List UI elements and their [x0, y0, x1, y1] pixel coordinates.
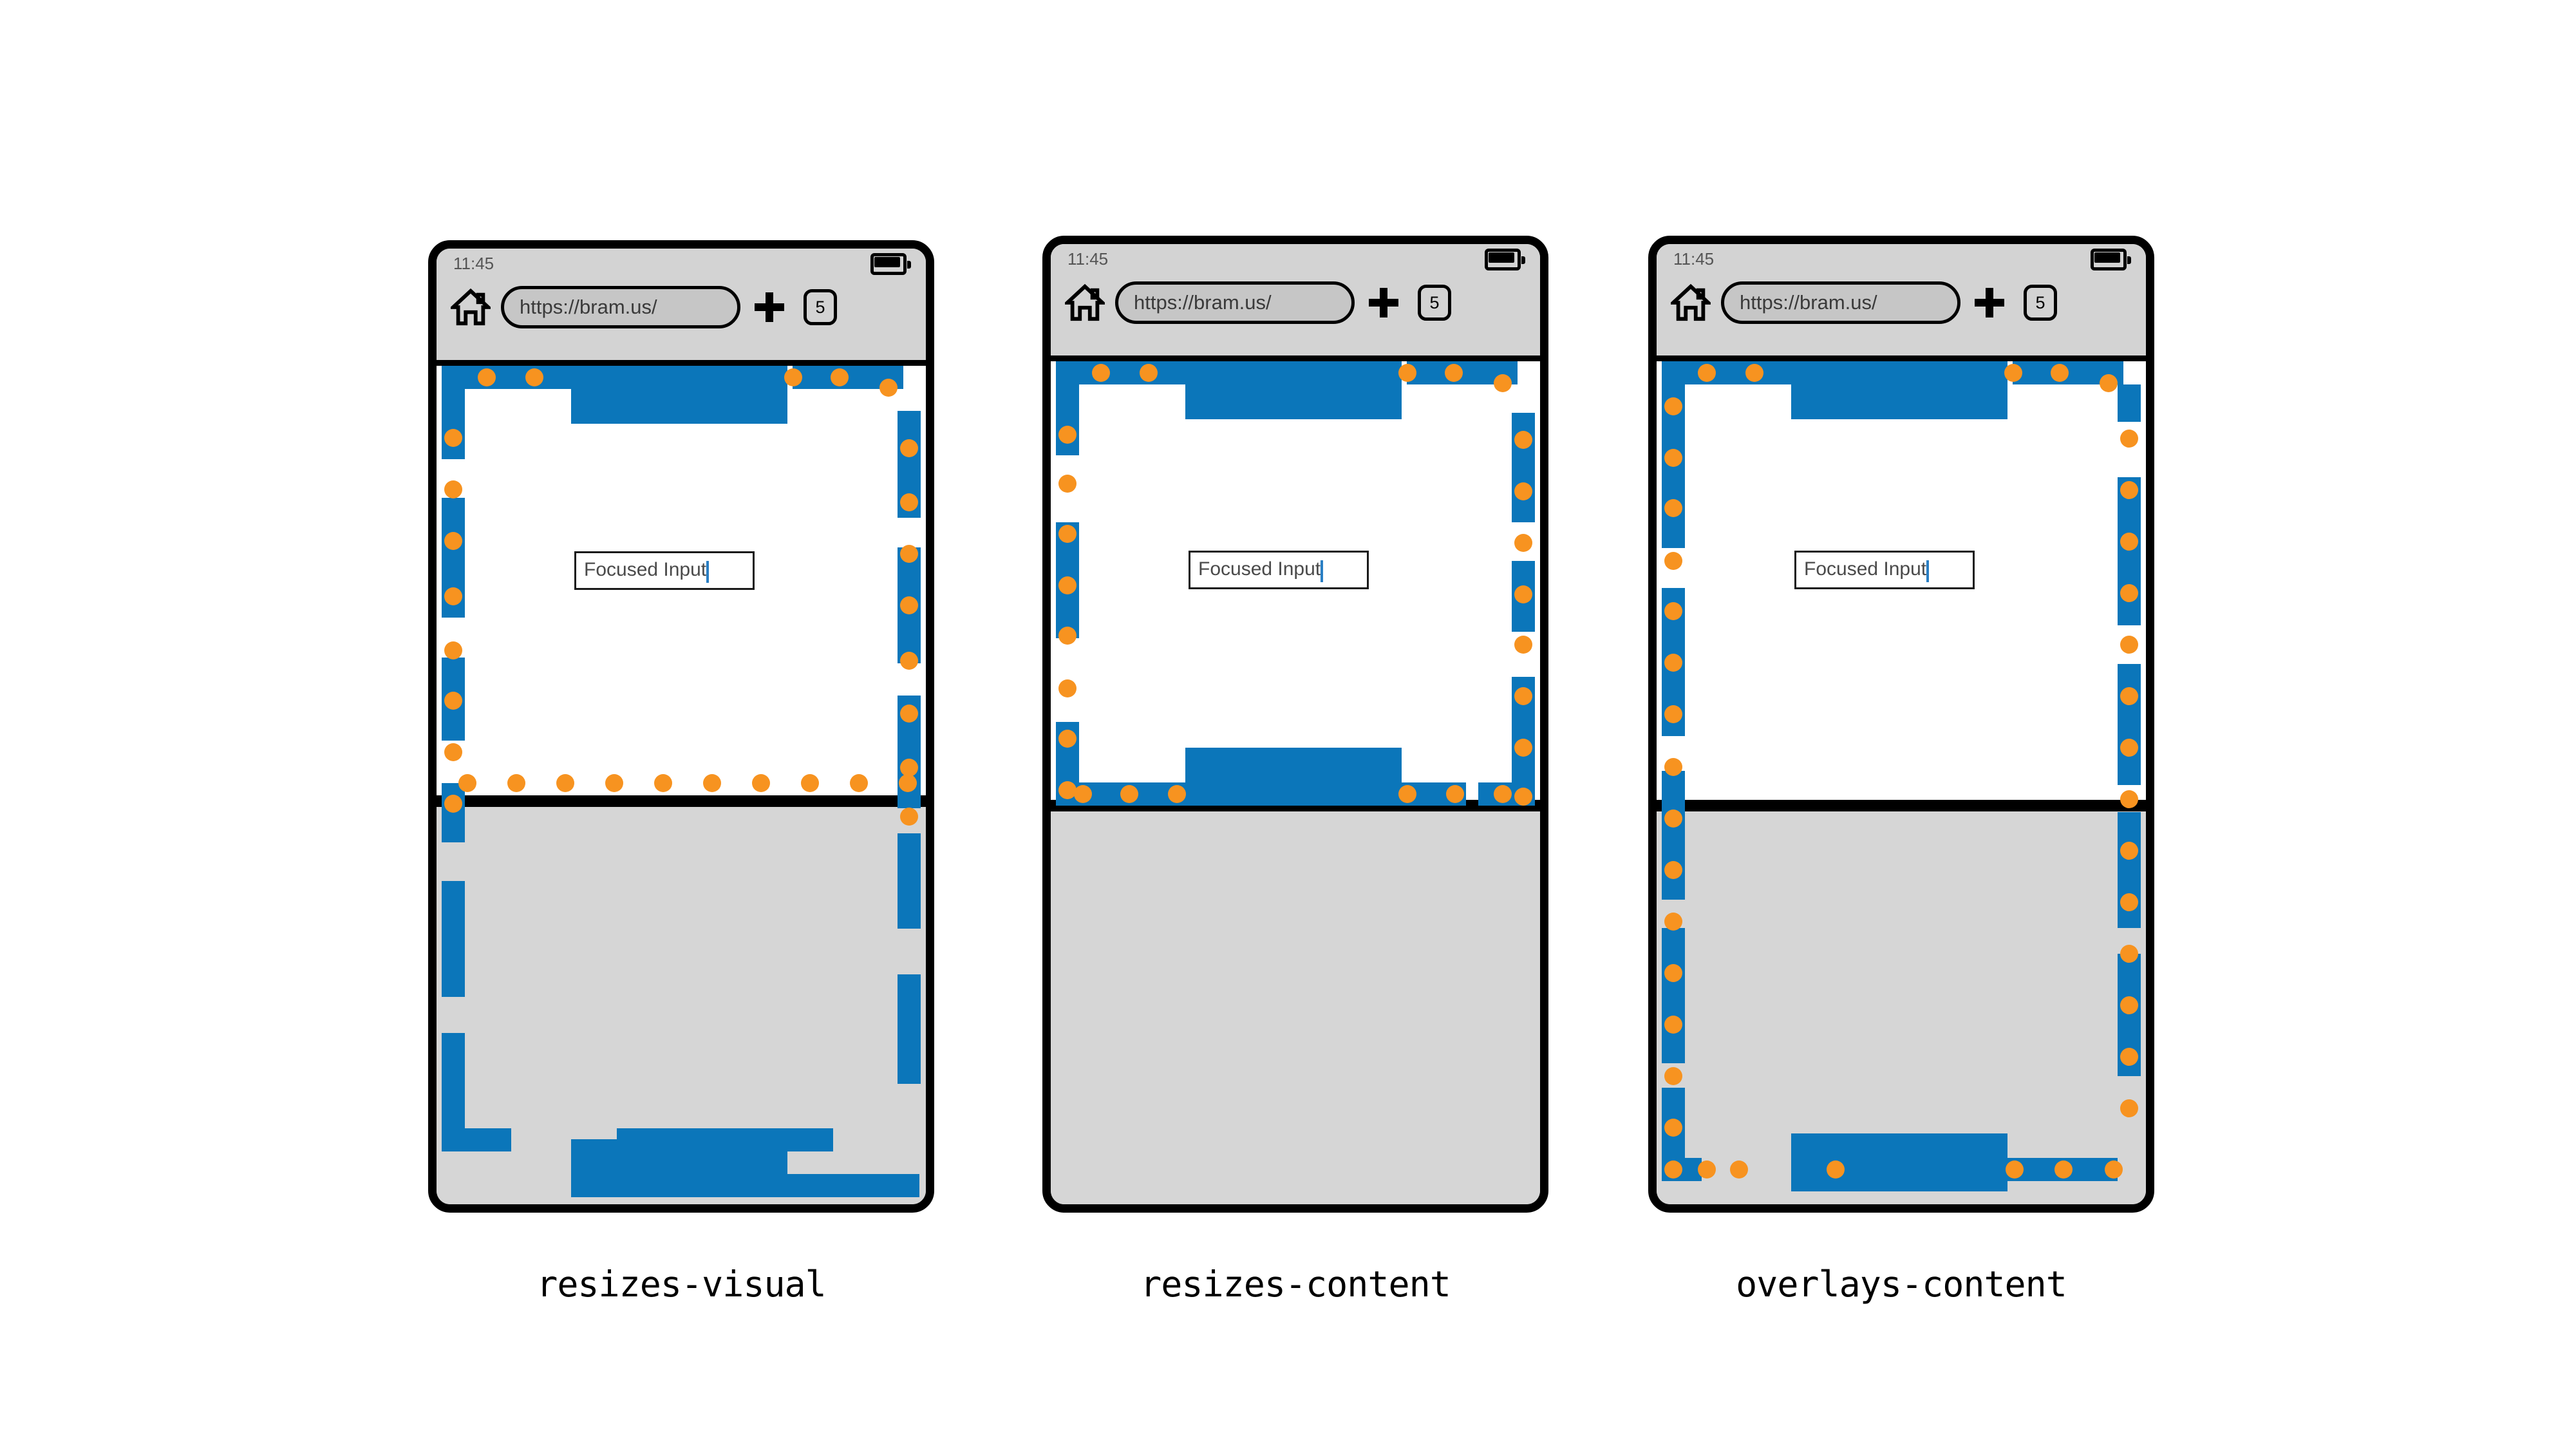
- focused-input-1[interactable]: Focused Input: [574, 551, 755, 590]
- content-area-3: Focused Input: [1657, 361, 2146, 806]
- browser-toolbar-1: https://bram.us/ 5: [437, 278, 926, 360]
- caption-resizes-visual: resizes-visual: [536, 1264, 827, 1305]
- page-footer-block-1: [571, 1139, 787, 1197]
- tab-count-button[interactable]: 5: [804, 289, 837, 325]
- text-caret: [1926, 560, 1930, 582]
- status-clock: 11:45: [1673, 249, 1715, 269]
- virtual-keyboard-2: [1051, 806, 1540, 1204]
- phone-overlays-content: 11:45 https://bram.us/ 5: [1648, 236, 2154, 1213]
- browser-chrome-2: 11:45 https://bram.us/ 5: [1051, 244, 1540, 361]
- phone-resizes-visual: 11:45 https://bram.us/ 5: [428, 240, 934, 1213]
- status-bar-1: 11:45: [437, 249, 926, 278]
- phone-resizes-content: 11:45 https://bram.us/ 5: [1042, 236, 1548, 1213]
- browser-chrome-1: 11:45 https://bram.us/ 5: [437, 249, 926, 366]
- browser-toolbar-3: https://bram.us/ 5: [1657, 274, 2146, 355]
- focused-input-value: Focused Input: [584, 559, 707, 580]
- browser-toolbar-2: https://bram.us/ 5: [1051, 274, 1540, 355]
- page-footer-block-3: [1791, 1133, 2007, 1191]
- virtual-keyboard-3: [1657, 806, 2146, 1204]
- battery-icon: [870, 253, 911, 275]
- plus-icon[interactable]: [1975, 288, 2004, 317]
- url-bar[interactable]: https://bram.us/: [1115, 281, 1355, 324]
- page-header-block-2: [1185, 361, 1402, 419]
- url-text: https://bram.us/: [520, 295, 657, 318]
- browser-chrome-3: 11:45 https://bram.us/ 5: [1657, 244, 2146, 361]
- url-bar[interactable]: https://bram.us/: [501, 286, 740, 328]
- status-clock: 11:45: [453, 254, 494, 273]
- url-text: https://bram.us/: [1134, 290, 1272, 314]
- page-footer-ext-1: [787, 1174, 919, 1197]
- page-footer-block-2: [1185, 748, 1402, 806]
- tab-count-button[interactable]: 5: [1418, 285, 1451, 321]
- home-icon[interactable]: [1668, 283, 1713, 323]
- battery-icon: [2091, 249, 2131, 270]
- content-area-1: Focused Input: [437, 366, 926, 801]
- tab-count-label: 5: [1429, 292, 1440, 312]
- text-caret: [706, 561, 710, 583]
- focused-input-3[interactable]: Focused Input: [1794, 551, 1975, 589]
- url-text: https://bram.us/: [1740, 290, 1877, 314]
- status-bar-3: 11:45: [1657, 244, 2146, 274]
- plus-icon[interactable]: [755, 292, 784, 322]
- text-caret: [1321, 560, 1324, 582]
- focused-input-value: Focused Input: [1804, 558, 1927, 580]
- tab-count-label: 5: [2035, 292, 2045, 312]
- home-icon[interactable]: [448, 287, 493, 327]
- virtual-keyboard-1: [437, 801, 926, 1204]
- plus-icon[interactable]: [1369, 288, 1398, 317]
- tab-count-label: 5: [815, 297, 825, 317]
- url-bar[interactable]: https://bram.us/: [1721, 281, 1960, 324]
- page-header-block-1: [571, 366, 787, 424]
- status-bar-2: 11:45: [1051, 244, 1540, 274]
- status-clock: 11:45: [1067, 249, 1109, 269]
- battery-icon: [1485, 249, 1525, 270]
- focused-input-value: Focused Input: [1198, 558, 1321, 580]
- caption-overlays-content: overlays-content: [1736, 1264, 2067, 1305]
- caption-resizes-content: resizes-content: [1140, 1264, 1451, 1305]
- tab-count-button[interactable]: 5: [2024, 285, 2057, 321]
- page-header-block-3: [1791, 361, 2007, 419]
- content-area-2: Focused Input: [1051, 361, 1540, 806]
- home-icon[interactable]: [1062, 283, 1107, 323]
- focused-input-2[interactable]: Focused Input: [1189, 551, 1369, 589]
